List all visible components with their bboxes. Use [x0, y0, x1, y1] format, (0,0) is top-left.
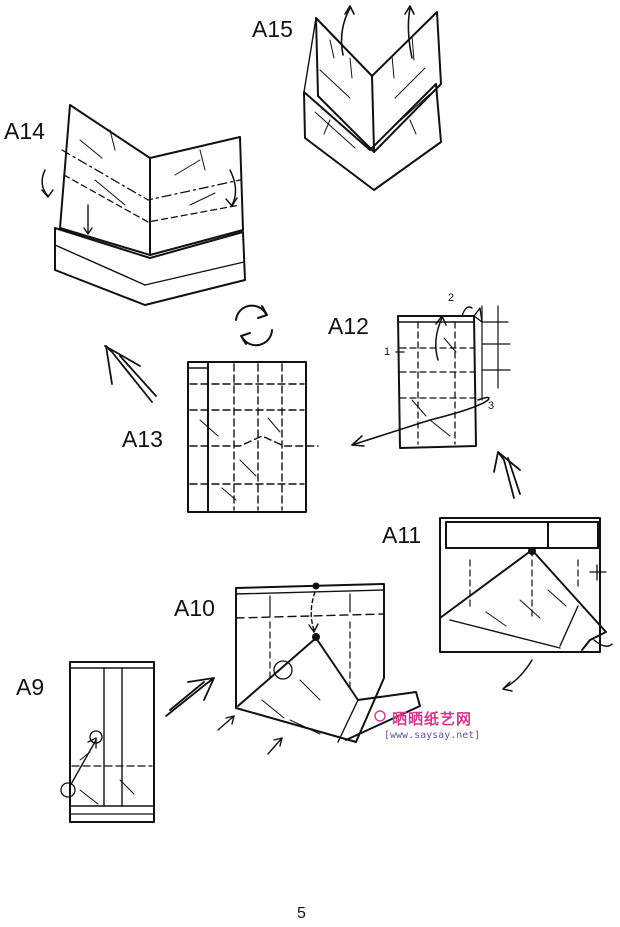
step-a11-figure — [439, 517, 613, 692]
step-label-a15: A15 — [252, 16, 293, 42]
step-a15-figure — [303, 5, 442, 191]
step-a14-figure — [41, 104, 246, 306]
a12-mark-2: 2 — [448, 292, 455, 304]
step-label-a13: A13 — [122, 426, 163, 452]
step-label-a11: A11 — [382, 522, 422, 548]
flow-arrow-a13-a14 — [104, 345, 157, 403]
step-a12-figure — [351, 305, 511, 449]
a12-mark-3: 3 — [488, 400, 495, 412]
step-a10-figure — [217, 582, 421, 755]
step-a13-figure — [187, 361, 319, 513]
watermark-url: [www.saysay.net] — [384, 730, 481, 741]
page-number: 5 — [297, 905, 306, 922]
flow-arrow-a11-a12 — [493, 451, 521, 499]
watermark-text: 晒晒纸艺网 — [392, 710, 473, 728]
a12-mark-1: 1 — [384, 346, 391, 358]
rotate-icon — [235, 304, 273, 347]
step-a9-figure — [60, 661, 155, 823]
watermark-logo-icon — [374, 710, 386, 722]
flow-arrow-a9-a10 — [165, 677, 215, 717]
step-label-a10: A10 — [174, 595, 215, 621]
step-label-a14: A14 — [4, 118, 45, 144]
step-label-a12: A12 — [328, 313, 369, 339]
step-label-a9: A9 — [16, 674, 45, 700]
